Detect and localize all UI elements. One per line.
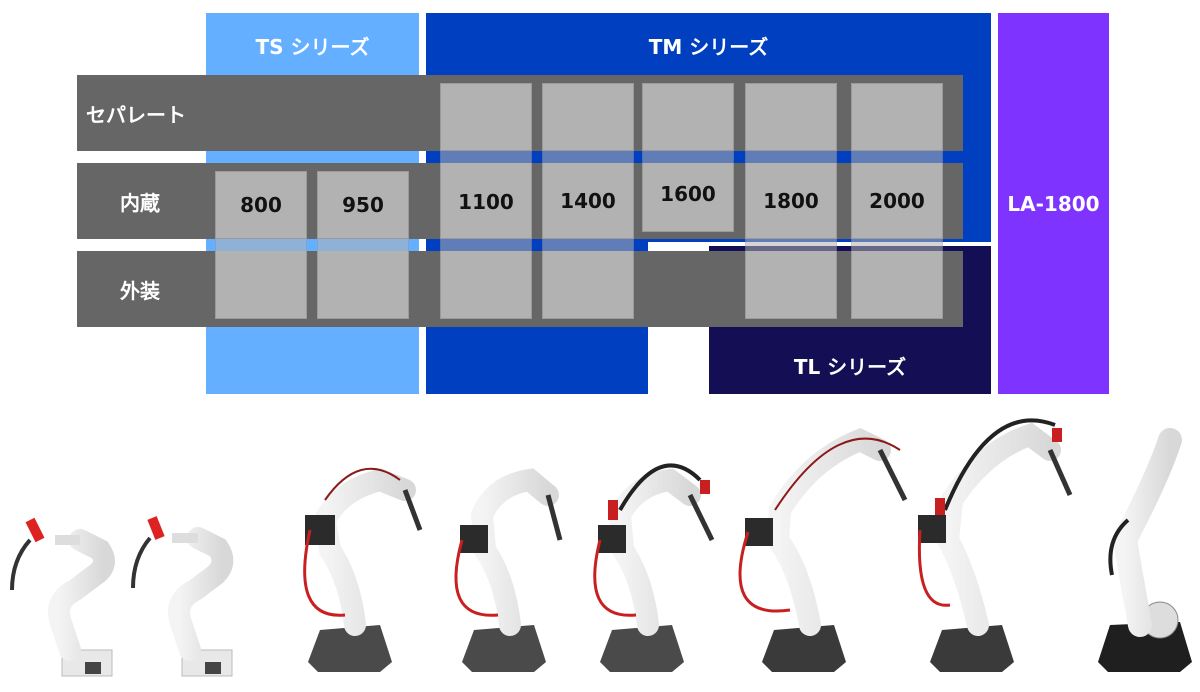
tm-series-label: TM シリーズ — [648, 35, 769, 59]
cell-internal-1800[interactable]: 1800 — [745, 163, 837, 239]
row-label-separate: セパレート — [86, 102, 186, 127]
tm-series-title: TM シリーズ — [426, 31, 991, 60]
ts-series-label: TS シリーズ — [255, 35, 370, 59]
cell-separate-2000 — [851, 83, 943, 151]
la-series-block: LA-1800 — [998, 13, 1109, 394]
robot-ts-950-icon — [131, 516, 234, 677]
robot-tm-2000-icon — [917, 418, 1073, 672]
cell-external-800 — [215, 251, 307, 319]
cell-internal-800[interactable]: 800 — [215, 171, 307, 239]
robot-tm-1600-icon — [593, 463, 715, 672]
robots-illustration — [10, 418, 1192, 677]
tl-series-label: TL シリーズ — [793, 355, 907, 379]
row-label-internal: 内蔵 — [120, 190, 160, 215]
la-series-label: LA-1800 — [1007, 191, 1100, 216]
cell-internal-1400[interactable]: 1400 — [542, 163, 634, 239]
robot-tm-1400-icon — [454, 468, 563, 672]
cell-internal-2000[interactable]: 2000 — [851, 163, 943, 239]
cell-internal-950[interactable]: 950 — [317, 171, 409, 239]
cell-separate-1600 — [642, 83, 734, 151]
cell-external-950 — [317, 251, 409, 319]
cell-internal-1600[interactable]: 1600 — [642, 163, 734, 232]
cell-external-1400 — [542, 251, 634, 319]
row-label-external: 外装 — [120, 278, 160, 303]
cell-separate-1400 — [542, 83, 634, 151]
robot-ts-800-icon — [10, 517, 115, 677]
cell-external-1800 — [745, 251, 837, 319]
cell-separate-1100 — [440, 83, 532, 151]
cell-separate-1800 — [745, 83, 837, 151]
cell-external-1100 — [440, 251, 532, 319]
robot-tm-1100-icon — [303, 467, 423, 672]
robot-tm-1800-icon — [738, 427, 908, 672]
robot-la-1800-icon — [1098, 428, 1192, 672]
cell-internal-1100[interactable]: 1100 — [440, 163, 532, 239]
cell-external-2000 — [851, 251, 943, 319]
